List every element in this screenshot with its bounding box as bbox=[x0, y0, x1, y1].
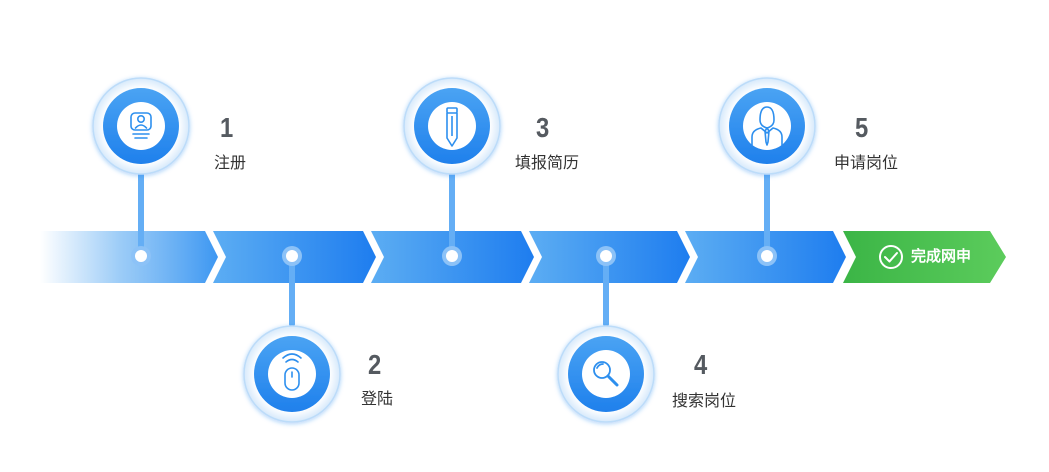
step-1-badge bbox=[92, 77, 190, 175]
node-2 bbox=[282, 246, 302, 266]
step-4-label: 搜索岗位 bbox=[672, 391, 737, 410]
step-4-badge bbox=[557, 325, 655, 423]
connector-2 bbox=[289, 256, 295, 326]
step-1-label: 注册 bbox=[214, 153, 247, 172]
step-4-number: 4 bbox=[694, 349, 708, 380]
band-nodes bbox=[131, 246, 777, 266]
arrow-segment-final bbox=[843, 231, 1006, 283]
step-3-number: 3 bbox=[536, 112, 550, 143]
node-1 bbox=[131, 246, 151, 266]
connector-5 bbox=[764, 170, 770, 256]
connector-3 bbox=[449, 170, 455, 256]
step-2-label: 登陆 bbox=[361, 389, 394, 408]
node-3 bbox=[442, 246, 462, 266]
node-5 bbox=[757, 246, 777, 266]
arrow-band bbox=[40, 231, 1006, 283]
connectors bbox=[138, 170, 770, 326]
step-1-number: 1 bbox=[220, 112, 234, 143]
step-5-label: 申请岗位 bbox=[834, 153, 899, 172]
connector-4 bbox=[603, 256, 609, 326]
person-tie-icon bbox=[751, 106, 783, 146]
step-2-number: 2 bbox=[368, 349, 382, 380]
step-5-number: 5 bbox=[855, 112, 869, 143]
magnifier-icon bbox=[593, 361, 619, 387]
node-4 bbox=[596, 246, 616, 266]
arrow-segment-1 bbox=[40, 231, 218, 283]
connector-1 bbox=[138, 170, 144, 256]
pencil-icon bbox=[446, 107, 458, 147]
step-5-badge bbox=[718, 77, 816, 175]
mouse-icon bbox=[282, 353, 302, 391]
step-3-label: 填报简历 bbox=[515, 153, 580, 172]
final-step-label: 完成网申 bbox=[911, 247, 972, 265]
user-profile-icon bbox=[130, 112, 152, 139]
check-circle-icon bbox=[879, 245, 903, 269]
